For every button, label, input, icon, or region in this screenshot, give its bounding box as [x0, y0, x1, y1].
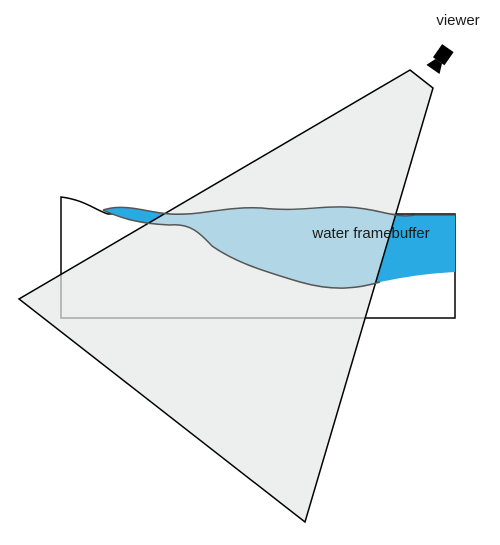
- view-frustum: [17, 69, 434, 524]
- camera-icon: [426, 44, 454, 75]
- water-framebuffer-label: water framebuffer: [311, 225, 429, 242]
- water-surface-outline: [102, 206, 455, 217]
- viewer-label: viewer: [436, 12, 479, 29]
- water-bottom-outline: [102, 209, 381, 289]
